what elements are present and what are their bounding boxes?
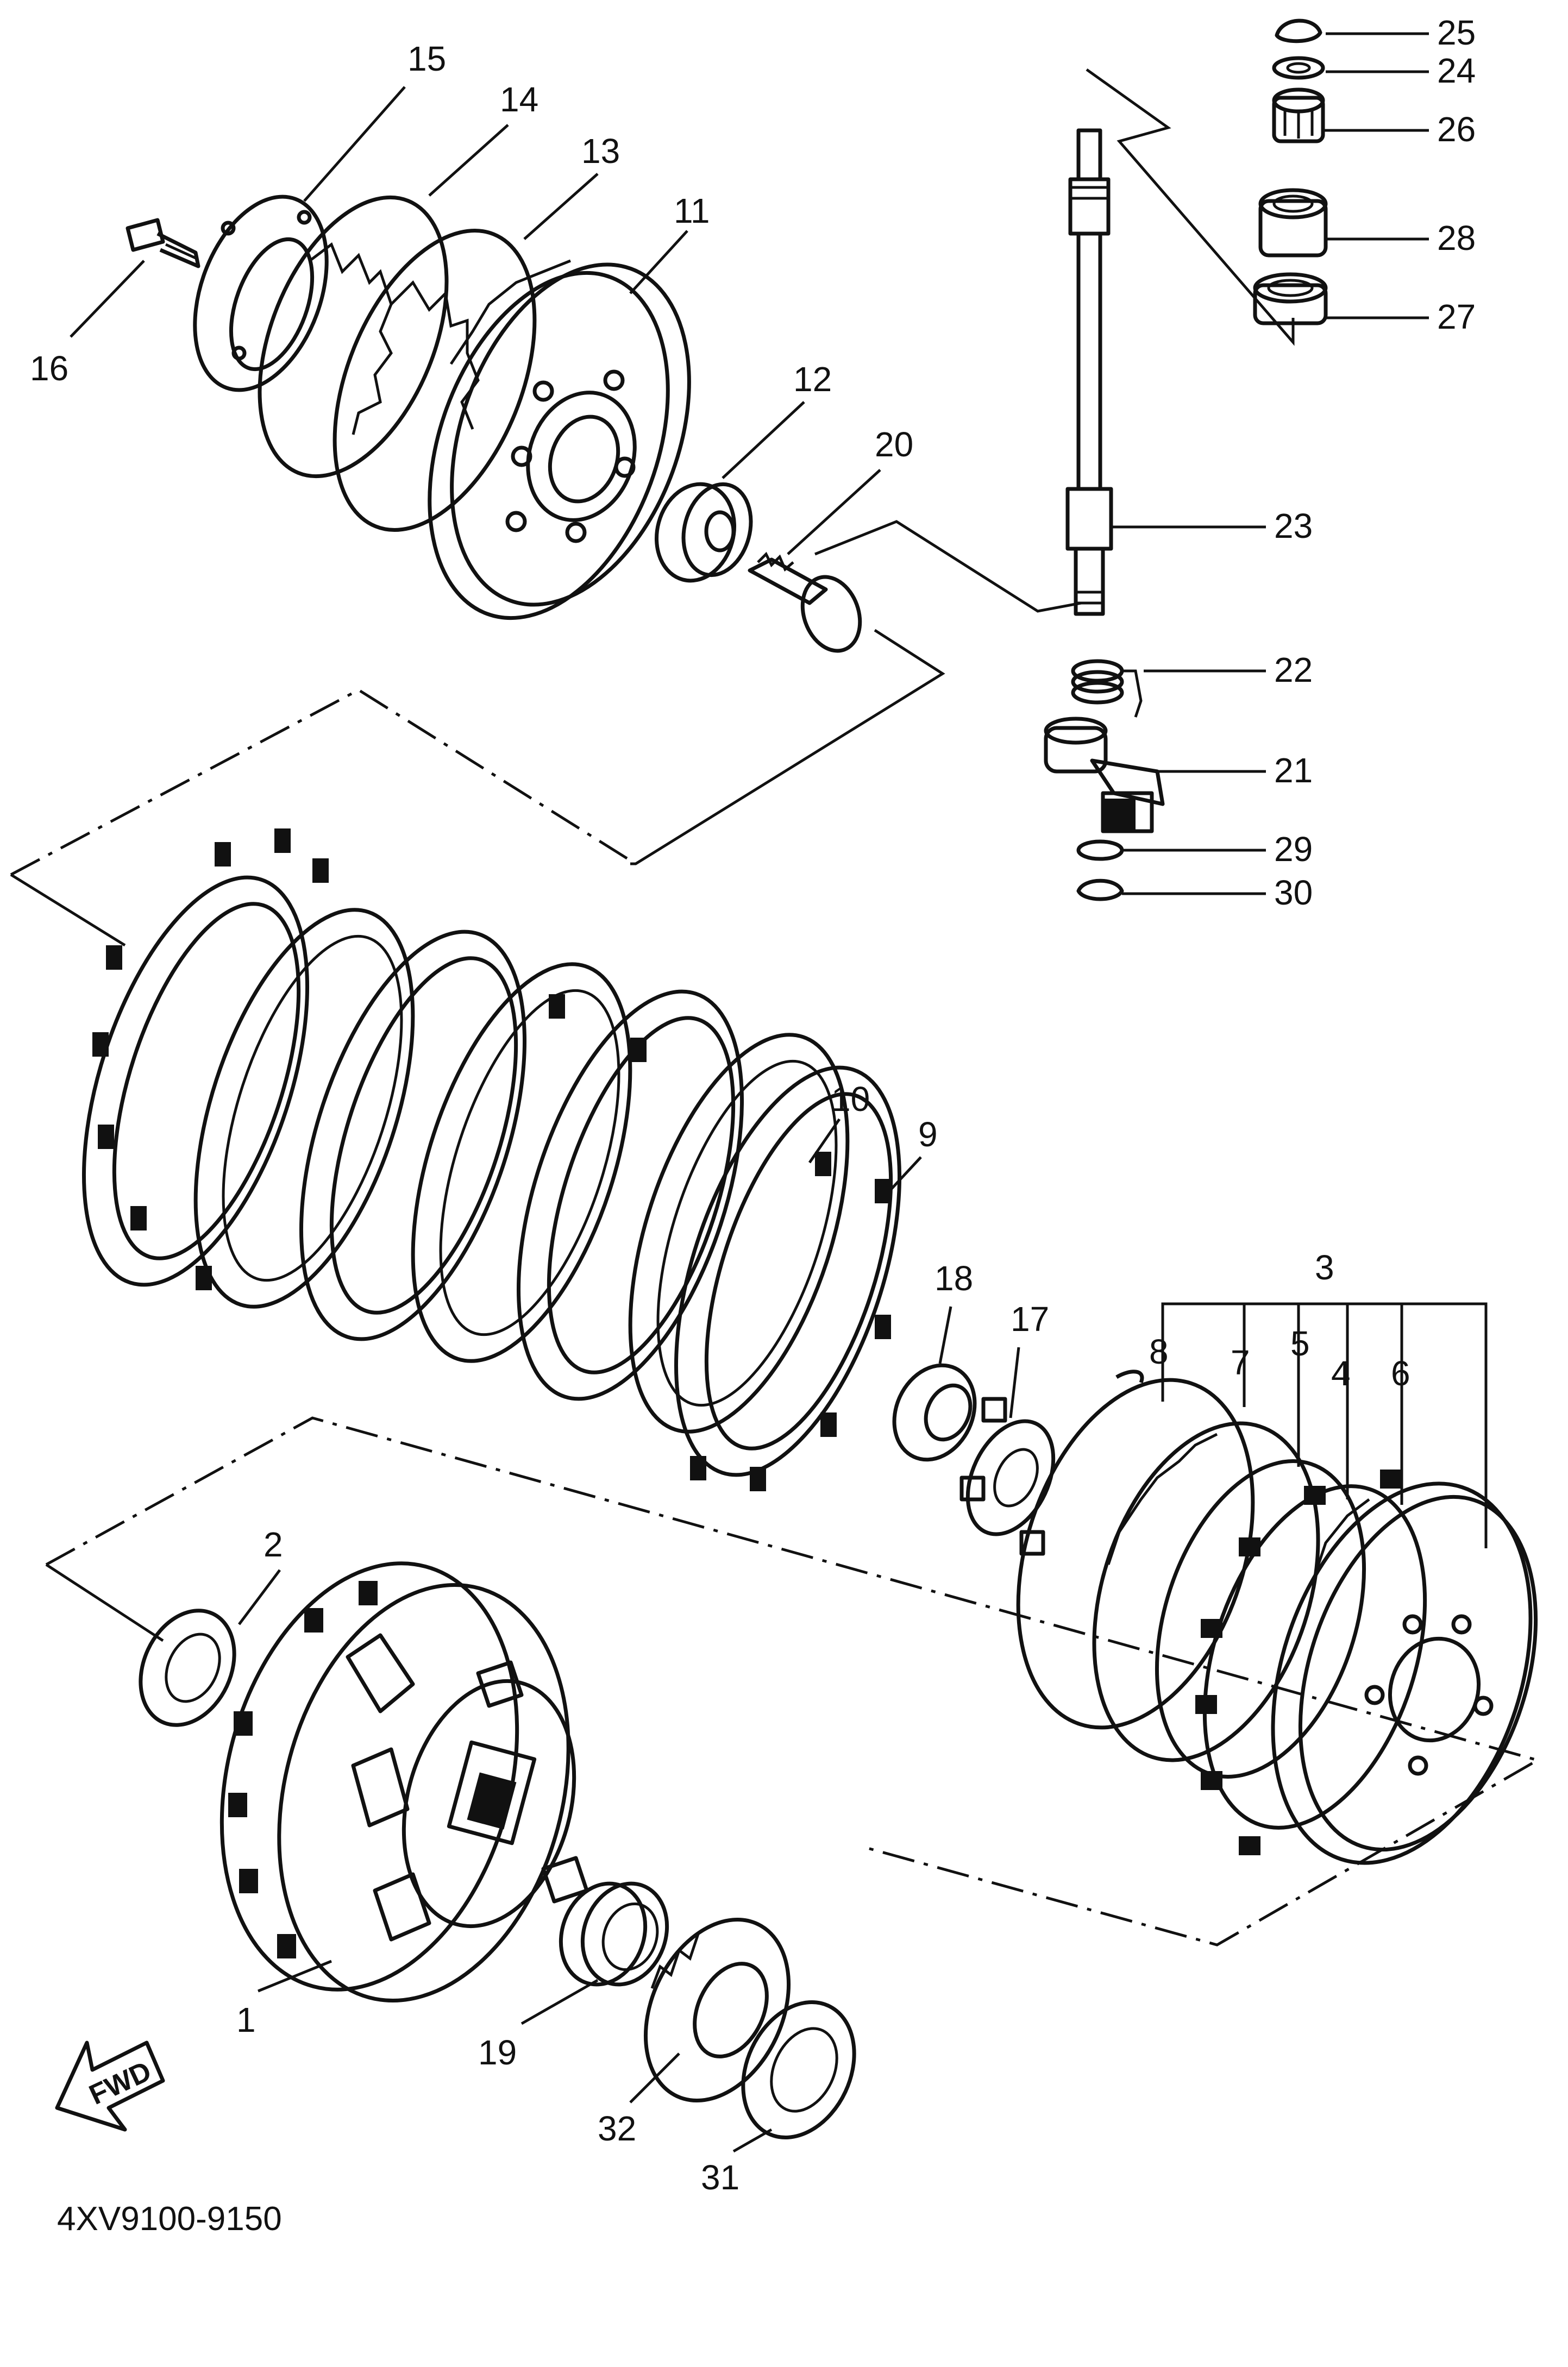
circlip-30 [1076, 878, 1124, 901]
clutch-housing-dogs [228, 1581, 378, 1958]
callout-25: 25 [1437, 13, 1476, 52]
lock-washer-17 [959, 1397, 1056, 1556]
leader-lines [70, 32, 1488, 2153]
alignment-lines [10, 68, 1541, 1947]
diagram-code: 4XV9100-9150 [57, 2200, 282, 2238]
bearing-12 [654, 482, 753, 583]
callout-8: 8 [1149, 1332, 1169, 1371]
callout-32: 32 [598, 2109, 636, 2148]
clutch-plate-10 [628, 1033, 850, 1434]
callout-26: 26 [1437, 110, 1476, 149]
callout-30: 30 [1274, 873, 1313, 912]
callout-16: 16 [30, 349, 68, 388]
callout-18: 18 [934, 1259, 973, 1298]
clutch-plate [193, 908, 415, 1309]
callout-29: 29 [1274, 830, 1313, 869]
clutch-plate [411, 962, 632, 1363]
callout-12: 12 [793, 360, 832, 399]
callout-10: 10 [831, 1079, 870, 1119]
callout-19: 19 [478, 2033, 517, 2072]
clutch-plate-stack [82, 828, 901, 1491]
pressure-plate-6 [1271, 1481, 1538, 1865]
callout-labels: 15 14 13 11 16 12 20 25 24 26 28 27 23 2… [30, 13, 1476, 2197]
pressure-plate-tabs [1195, 1470, 1402, 1855]
fwd-arrow-icon: FWD [55, 2040, 165, 2132]
callout-11: 11 [674, 191, 710, 230]
bearing-18 [892, 1363, 977, 1462]
gear-32 [643, 1917, 791, 2103]
callout-14: 14 [500, 80, 538, 119]
bolt-16 [126, 218, 200, 268]
bearing-26 [1272, 87, 1325, 143]
callout-17: 17 [1011, 1299, 1049, 1339]
callout-4: 4 [1331, 1354, 1351, 1393]
seal-27 [1253, 272, 1328, 325]
callout-13: 13 [581, 131, 620, 171]
callout-27: 27 [1437, 297, 1476, 336]
push-rod-20 [748, 551, 862, 653]
clutch-boss-11 [428, 259, 691, 620]
callout-5: 5 [1290, 1324, 1310, 1363]
shaft-23 [1065, 128, 1113, 616]
spring-plate-8 [1016, 1370, 1255, 1730]
plate-14 [258, 195, 449, 479]
callout-2: 2 [264, 1525, 283, 1564]
washer-29 [1076, 839, 1124, 861]
callout-1: 1 [236, 2000, 256, 2039]
friction-plate [517, 989, 744, 1401]
callout-15: 15 [407, 39, 446, 78]
spring-seat-7 [1092, 1421, 1320, 1762]
callout-21: 21 [1274, 751, 1313, 790]
callout-28: 28 [1437, 218, 1476, 258]
callout-22: 22 [1274, 650, 1313, 689]
needle-bearing-19 [559, 1881, 669, 1987]
plate-15 [193, 194, 329, 392]
bearing-28 [1258, 188, 1328, 258]
callout-23: 23 [1274, 506, 1313, 545]
callout-6: 6 [1391, 1354, 1410, 1393]
friction-plate [299, 930, 526, 1341]
plate-5 [1155, 1459, 1366, 1779]
callout-24: 24 [1437, 51, 1476, 90]
callout-7: 7 [1231, 1343, 1250, 1382]
seal-2 [139, 1609, 236, 1727]
circlip-25 [1275, 18, 1322, 43]
friction-plate-9 [674, 1065, 901, 1477]
clutch-housing-1 [219, 1561, 589, 2002]
friction-plate-tabs [92, 828, 891, 1491]
spring-22 [1071, 659, 1143, 718]
friction-plate [82, 875, 309, 1287]
callout-31: 31 [701, 2158, 739, 2197]
callout-3: 3 [1315, 1248, 1334, 1287]
lever-21 [1044, 717, 1165, 833]
seal-31 [741, 2000, 856, 2139]
callout-9: 9 [918, 1115, 938, 1154]
callout-20: 20 [875, 425, 913, 464]
washer-24 [1272, 56, 1325, 80]
